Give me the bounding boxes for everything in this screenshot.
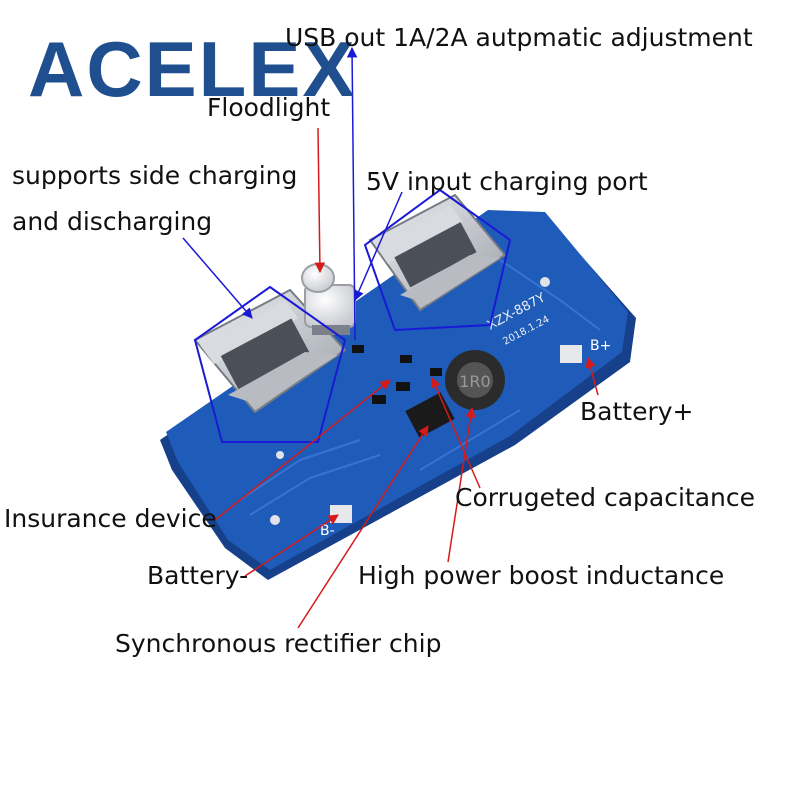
floodlight-led [301,263,356,335]
boost-inductor: 1R0 [445,350,505,410]
annotation-arrows [182,46,599,629]
label-rectifier: Synchronous rectifier chip [115,629,442,658]
label-capacitance: Corrugeted capacitance [455,483,755,512]
brand-logo-text: ACELEX [28,25,356,108]
label-inductance: High power boost inductance [358,561,725,590]
label-battery-positive: Battery+ [580,397,694,426]
label-input-port: 5V input charging port [366,167,648,196]
label-side-charging-1: supports side charging [12,161,298,190]
label-usb-out: USB out 1A/2A autpmatic adjustment [285,23,753,52]
brand-logo: ACELEX [28,25,356,108]
highlight-usb-right [363,188,512,332]
highlight-usb-left [193,285,347,443]
label-battery-negative: Battery- [147,561,249,590]
usb-port-right [368,193,507,312]
pad-negative-label: B- [320,523,335,539]
pad-positive-label: B+ [590,338,611,354]
rectifier-chip [405,392,455,438]
smd-components [352,345,442,404]
label-side-charging-2: and discharging [12,207,213,236]
label-insurance: Insurance device [4,504,217,533]
inductor-marking: 1R0 [459,372,490,391]
label-floodlight: Floodlight [207,93,331,122]
